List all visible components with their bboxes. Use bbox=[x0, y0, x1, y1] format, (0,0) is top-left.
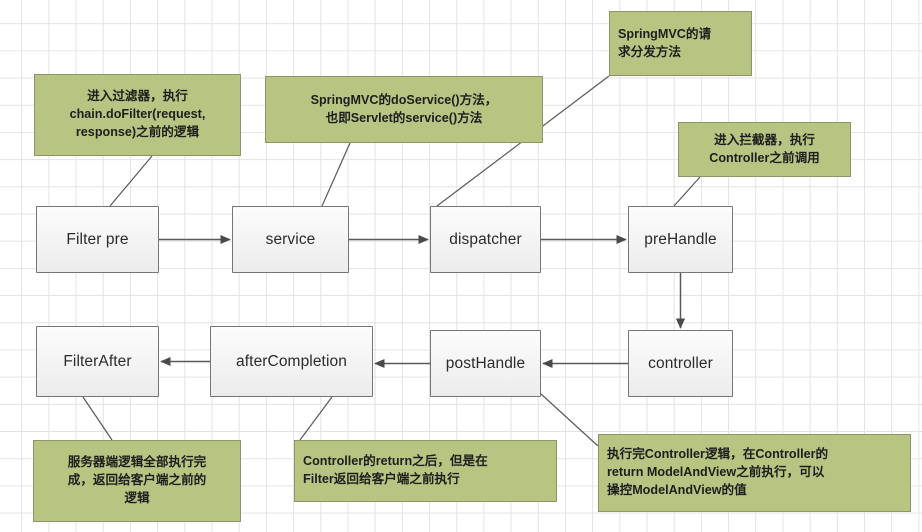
note-text: 进入过滤器，执行 chain.doFilter(request, response)… bbox=[43, 88, 232, 142]
note-line: 求分发方法 bbox=[618, 44, 681, 59]
note-line: SpringMVC的doService()方法， bbox=[310, 92, 498, 107]
connector-note-posthandle-to-aftercompletion bbox=[299, 396, 333, 441]
note-text: SpringMVC的doService()方法， 也即Servlet的servic… bbox=[274, 92, 534, 128]
note-line: Filter返回给客户端之前执行 bbox=[303, 472, 460, 486]
note-text: SpringMVC的请求分发方法 bbox=[618, 26, 743, 62]
note-controller[interactable]: 执行完Controller逻辑，在Controller的 return Model… bbox=[598, 434, 911, 512]
note-line: 操控ModelAndView的值 bbox=[607, 482, 747, 497]
connector-note-service-to-service bbox=[321, 142, 351, 207]
node-label: dispatcher bbox=[449, 230, 522, 248]
note-line: SpringMVC的请 bbox=[618, 26, 712, 41]
note-line: 也即Servlet的service()方法 bbox=[325, 110, 483, 125]
node-posthandle[interactable]: postHandle bbox=[430, 330, 541, 397]
node-label: service bbox=[265, 230, 316, 248]
node-filterafter[interactable]: FilterAfter bbox=[36, 326, 159, 397]
note-text: Controller的return之后，但是在 Filter返回给客户端之前执行 bbox=[303, 453, 548, 489]
node-label: afterCompletion bbox=[236, 352, 347, 370]
note-line: return ModelAndView之前执行，可以 bbox=[607, 465, 825, 480]
note-line: 进入过滤器，执行 bbox=[87, 89, 188, 104]
connector-note-filterafter-to-filterafter bbox=[82, 396, 113, 441]
note-line: 进入拦截器，执行 bbox=[714, 132, 815, 147]
note-prehandle[interactable]: 进入拦截器，执行 Controller之前调用 bbox=[678, 122, 851, 177]
connector-note-prehandle-to-prehandle bbox=[673, 176, 701, 207]
node-filter-pre[interactable]: Filter pre bbox=[36, 206, 159, 273]
note-text: 执行完Controller逻辑，在Controller的 return Model… bbox=[607, 446, 902, 500]
node-prehandle[interactable]: preHandle bbox=[628, 206, 733, 273]
note-dispatcher[interactable]: SpringMVC的请求分发方法 bbox=[609, 11, 752, 76]
connector-note-controller-to-posthandle bbox=[540, 393, 599, 447]
note-text: 服务器端逻辑全部执行完成，返回给客户端之前的逻辑 bbox=[42, 454, 232, 508]
node-label: controller bbox=[648, 354, 713, 372]
note-filterafter[interactable]: 服务器端逻辑全部执行完成，返回给客户端之前的逻辑 bbox=[33, 440, 241, 522]
note-line: Controller之前调用 bbox=[709, 150, 820, 165]
note-service[interactable]: SpringMVC的doService()方法， 也即Servlet的servic… bbox=[265, 76, 543, 143]
node-service[interactable]: service bbox=[232, 206, 349, 273]
node-aftercompletion[interactable]: afterCompletion bbox=[210, 326, 373, 397]
note-line: response)之前的逻辑 bbox=[75, 124, 200, 139]
node-label: postHandle bbox=[445, 354, 526, 372]
connector-note-filter-pre-to-filter-pre bbox=[109, 155, 153, 207]
note-line: 服务器端逻辑全部执行完 bbox=[67, 455, 207, 470]
note-line: Controller的return之后，但是在 bbox=[303, 454, 488, 469]
note-line: chain.doFilter(request, bbox=[69, 107, 206, 122]
node-label: Filter pre bbox=[66, 230, 129, 248]
node-dispatcher[interactable]: dispatcher bbox=[430, 206, 541, 273]
node-label: FilterAfter bbox=[63, 352, 132, 370]
note-line: 成，返回给客户端之前的 bbox=[67, 473, 207, 488]
node-label: preHandle bbox=[644, 230, 717, 248]
note-posthandle[interactable]: Controller的return之后，但是在 Filter返回给客户端之前执行 bbox=[294, 440, 557, 502]
note-filter-pre[interactable]: 进入过滤器，执行 chain.doFilter(request, response)… bbox=[34, 74, 241, 156]
note-line: 执行完Controller逻辑，在Controller的 bbox=[607, 447, 829, 462]
note-line: 逻辑 bbox=[124, 490, 150, 505]
node-controller[interactable]: controller bbox=[628, 330, 733, 397]
note-text: 进入拦截器，执行 Controller之前调用 bbox=[687, 132, 842, 168]
